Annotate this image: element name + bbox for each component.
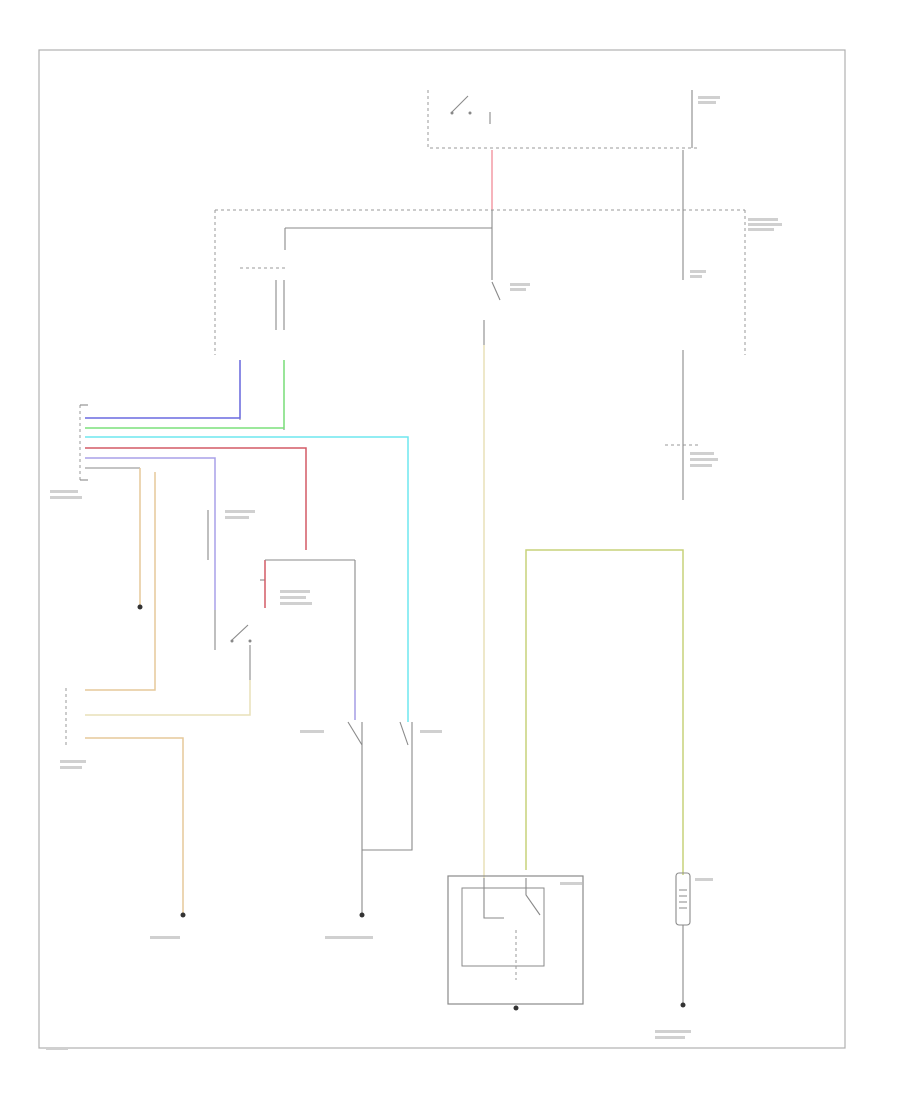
starter-motor <box>447 875 584 1011</box>
ignition-switch <box>427 90 700 149</box>
clutch-switches <box>347 690 413 915</box>
battery-fuse-column <box>665 210 700 500</box>
fuse-relay-left <box>239 228 286 430</box>
transmission-range-switch <box>207 510 356 720</box>
ground-point-left <box>137 604 143 610</box>
wire-yellow-green-battery <box>525 549 684 875</box>
wire-red <box>85 447 307 550</box>
faint-labels <box>46 96 782 1050</box>
wire-green <box>85 360 285 429</box>
wire-tan-c <box>85 737 184 915</box>
wire-tan-b <box>85 472 156 691</box>
wire-light-yellow-sensor <box>85 680 251 716</box>
ecm-connector-left <box>79 404 88 481</box>
wire-blue <box>85 360 241 419</box>
starter-cut-relay <box>483 210 501 345</box>
diagram-frame <box>38 49 846 1049</box>
wire-cyan <box>85 436 409 722</box>
battery <box>675 872 691 1008</box>
wire-purple <box>85 457 216 610</box>
